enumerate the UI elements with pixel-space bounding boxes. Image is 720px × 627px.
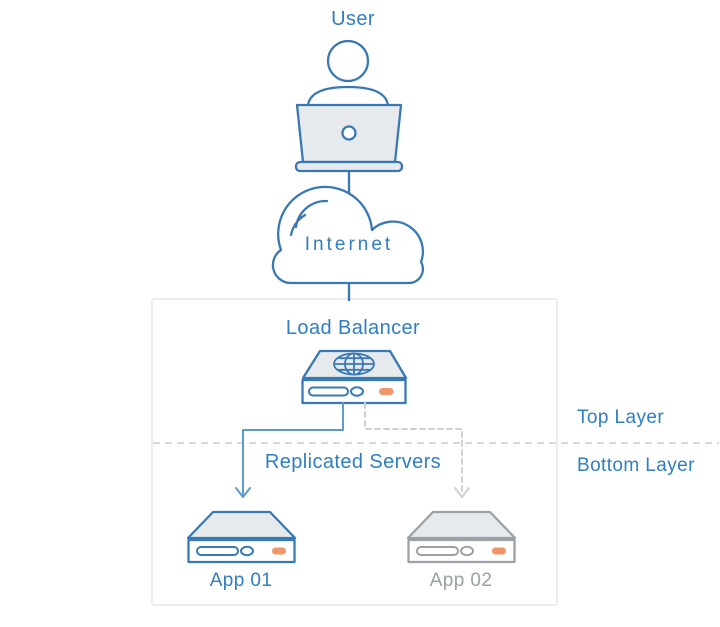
power-button-icon (350, 386, 364, 397)
status-light-icon (379, 388, 394, 395)
status-light-icon (492, 547, 506, 555)
drive-slot-icon (308, 386, 349, 397)
cloud-highlight-arc (289, 213, 307, 237)
user-head-icon (326, 39, 370, 83)
top-layer-label: Top Layer (577, 407, 665, 428)
app01-server-icon (186, 510, 297, 564)
app01-label: App 01 (209, 570, 273, 591)
user-shoulders-icon (306, 85, 390, 107)
bottom-layer-label: Bottom Layer (577, 455, 695, 476)
drive-slot-icon (196, 546, 239, 556)
user-label: User (331, 8, 375, 30)
power-button-icon (460, 545, 474, 557)
server-top-icon (406, 510, 517, 540)
internet-cloud-icon (271, 185, 424, 285)
dashed-arrow (364, 402, 470, 498)
solid-arrow (235, 402, 344, 498)
user-icon (294, 39, 404, 173)
diagram-container-box (151, 298, 558, 606)
app02-label: App 02 (429, 570, 493, 591)
arrowhead-icon (235, 487, 251, 498)
drive-slot-icon (416, 546, 459, 556)
load-balancer-label: Load Balancer (285, 317, 421, 339)
server-top-icon (186, 510, 297, 540)
replicated-servers-label: Replicated Servers (264, 451, 442, 473)
power-button-icon (240, 545, 254, 557)
arrowhead-icon (454, 487, 470, 498)
globe-icon (333, 352, 375, 376)
laptop-base-icon (294, 160, 404, 173)
status-light-icon (272, 547, 286, 555)
internet-label: Internet (304, 234, 394, 255)
app02-server-icon (406, 510, 517, 564)
laptop-logo-icon (341, 125, 357, 141)
load-balancer-icon (301, 349, 408, 405)
